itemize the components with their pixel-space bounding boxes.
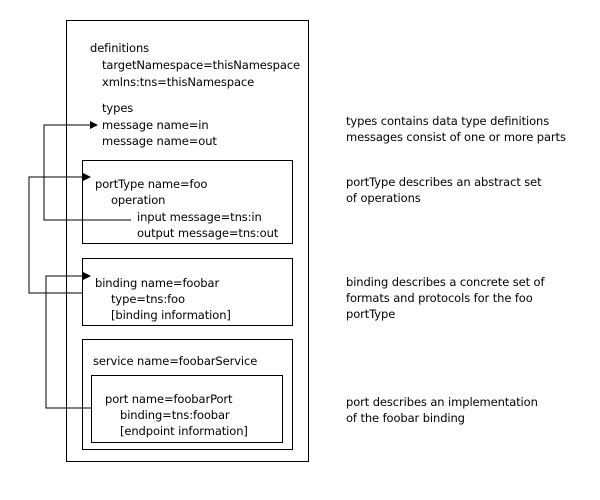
port-label: port name=foobarPort: [105, 392, 233, 406]
xmlns-text: xmlns:tns=thisNamespace: [102, 75, 255, 89]
porttype-note-line1: portType describes an abstract set: [346, 175, 542, 189]
operation-label: operation: [111, 193, 166, 207]
binding-type-text: type=tns:foo: [111, 292, 185, 306]
binding-label: binding name=foobar: [95, 276, 220, 290]
binding-note-line3: portType: [346, 307, 396, 321]
binding-info-text: [binding information]: [111, 308, 231, 322]
message-out-text: message name=out: [102, 134, 217, 148]
input-message-text: input message=tns:in: [137, 210, 262, 224]
definitions-label: definitions: [90, 41, 150, 55]
output-message-text: output message=tns:out: [137, 226, 279, 240]
binding-note-line1: binding describes a concrete set of: [346, 275, 545, 289]
port-box: [91, 375, 283, 443]
types-note-line1: types contains data type definitions: [346, 114, 550, 128]
porttype-note-line2: of operations: [346, 191, 421, 205]
message-in-text: message name=in: [102, 118, 209, 132]
port-note-line1: port describes an implementation: [346, 395, 538, 409]
port-info-text: [endpoint information]: [120, 424, 248, 438]
types-note-line2: messages consist of one or more parts: [346, 130, 566, 144]
port-binding-text: binding=tns:foobar: [120, 408, 230, 422]
port-note-line2: of the foobar binding: [346, 411, 465, 425]
types-label: types: [102, 101, 134, 115]
binding-note-line2: formats and protocols for the foo: [346, 291, 533, 305]
target-namespace-text: targetNamespace=thisNamespace: [102, 58, 301, 72]
service-label: service name=foobarService: [93, 354, 258, 368]
porttype-label: portType name=foo: [95, 177, 208, 191]
